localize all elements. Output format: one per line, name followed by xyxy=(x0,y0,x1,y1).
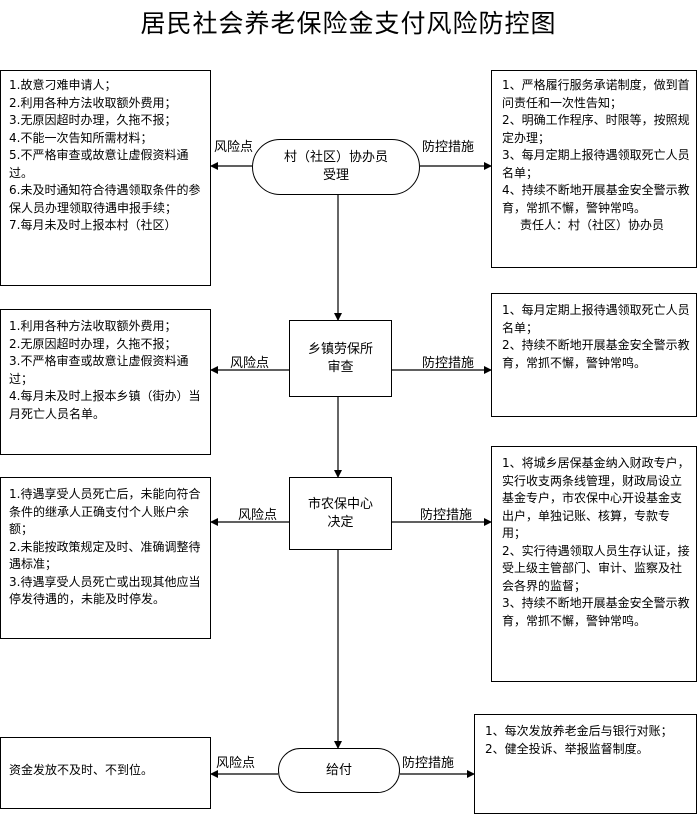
risk-box-payment: 资金发放不及时、不到位。 xyxy=(0,737,211,809)
control-label: 防控措施 xyxy=(422,140,475,155)
control-item: 3、每月定期上报待遇领取死亡人员名单； xyxy=(502,148,690,180)
process-node-label: 给付 xyxy=(325,762,352,778)
control-item: 1、将城乡居保基金纳入财政专户，实行收支两条线管理，财政局设立基金专户，市农保中… xyxy=(502,456,690,540)
risk-label: 风险点 xyxy=(216,756,256,771)
control-label: 防控措施 xyxy=(422,356,475,371)
control-item: 1、每月定期上报待遇领取死亡人员名单； xyxy=(502,303,690,335)
risk-item: 7.每月未及时上报本村（社区） xyxy=(9,218,177,232)
control-box-township: 1、每月定期上报待遇领取死亡人员名单； 2、持续不断地开展基金安全警示教育，常抓… xyxy=(491,293,697,417)
process-node-village: 村（社区）协办员 受理 xyxy=(252,139,420,195)
process-node-city-center: 市农保中心 决定 xyxy=(289,477,392,550)
risk-item: 1.利用各种方法收取额外费用； xyxy=(9,319,177,333)
control-box-payment: 1、每次发放养老金后与银行对账； 2、健全投诉、举报监督制度。 xyxy=(474,714,697,814)
control-item: 1、严格履行服务承诺制度，做到首问责任和一次性告知； xyxy=(502,78,690,110)
control-item: 1、每次发放养老金后与银行对账； xyxy=(485,724,673,738)
risk-item: 6.未及时通知符合待遇领取条件的参保人员办理领取待遇申报手续； xyxy=(9,183,201,215)
control-label: 防控措施 xyxy=(420,508,473,523)
control-item: 3、持续不断地开展基金安全警示教育，常抓不懈，警钟常鸣。 xyxy=(502,596,690,628)
risk-item: 资金发放不及时、不到位。 xyxy=(9,763,154,777)
risk-item: 2.利用各种方法收取额外费用； xyxy=(9,95,177,110)
process-node-label: 市农保中心 决定 xyxy=(307,496,373,530)
control-item: 2、健全投诉、举报监督制度。 xyxy=(485,741,649,756)
risk-item: 3.不严格审查或故意让虚假资料通过； xyxy=(9,354,189,386)
risk-item: 4.不能一次告知所需材料； xyxy=(9,130,153,145)
diagram-title: 居民社会养老保险金支付风险防控图 xyxy=(140,9,557,38)
control-label: 防控措施 xyxy=(402,756,455,771)
risk-item: 2.未能按政策规定及时、准确调整待遇标准； xyxy=(9,539,201,572)
risk-label: 风险点 xyxy=(214,140,254,155)
risk-item: 1.待遇享受人员死亡后，未能向符合条件的继承人正确支付个人账户余额； xyxy=(9,487,201,536)
risk-item: 1.故意刁难申请人； xyxy=(9,78,117,92)
control-item: 4、持续不断地开展基金安全警示教育，常抓不懈，警钟常鸣。 xyxy=(502,183,690,215)
risk-box-city-center: 1.待遇享受人员死亡后，未能向符合条件的继承人正确支付个人账户余额； 2.未能按… xyxy=(0,477,211,639)
process-node-township: 乡镇劳保所 审查 xyxy=(289,320,392,397)
process-node-payment: 给付 xyxy=(278,748,400,793)
control-item: 2、持续不断地开展基金安全警示教育，常抓不懈，警钟常鸣。 xyxy=(502,338,690,370)
control-item: 2、明确工作程序、时限等，按照规定办理； xyxy=(502,113,690,145)
control-box-city-center: 1、将城乡居保基金纳入财政专户，实行收支两条线管理，财政局设立基金专户，市农保中… xyxy=(491,446,697,682)
risk-item: 2.无原因超时办理，久拖不报； xyxy=(9,336,177,351)
risk-item: 4.每月未及时上报本乡镇（街办）当月死亡人员名单。 xyxy=(9,389,201,421)
control-box-village: 1、严格履行服务承诺制度，做到首问责任和一次性告知； 2、明确工作程序、时限等，… xyxy=(491,70,697,268)
risk-label: 风险点 xyxy=(230,356,270,371)
process-node-label: 村（社区）协办员 受理 xyxy=(283,150,388,183)
risk-item: 3.待遇享受人员死亡或出现其他应当停发待遇的，未能及时停发。 xyxy=(9,574,201,607)
risk-item: 5.不严格审查或故意让虚假资料通过。 xyxy=(9,148,189,180)
risk-box-village: 1.故意刁难申请人； 2.利用各种方法收取额外费用； 3.无原因超时办理，久拖不… xyxy=(0,70,211,286)
process-node-label: 乡镇劳保所 审查 xyxy=(307,341,373,375)
risk-item: 3.无原因超时办理，久拖不报； xyxy=(9,113,177,127)
control-item: 2、实行待遇领取人员生存认证，接受上级主管部门、审计、监察及社会各界的监督； xyxy=(502,543,690,593)
risk-label: 风险点 xyxy=(238,508,278,523)
responsible-person: 责任人：村（社区）协办员 xyxy=(520,218,665,232)
risk-box-township: 1.利用各种方法收取额外费用； 2.无原因超时办理，久拖不报； 3.不严格审查或… xyxy=(0,309,211,455)
